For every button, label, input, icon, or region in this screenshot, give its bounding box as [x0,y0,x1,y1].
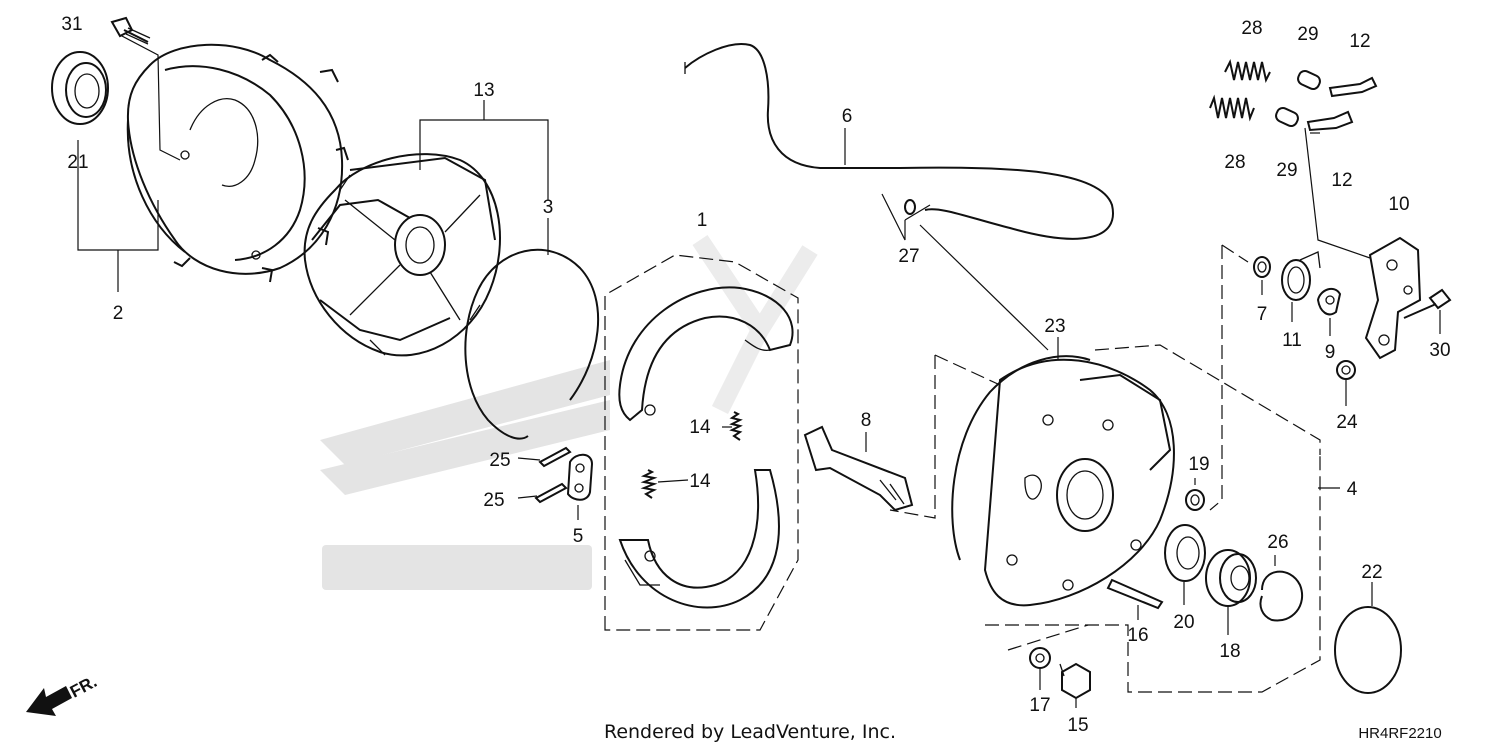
callout-18[interactable]: 18 [1219,641,1240,662]
callout-12-lower[interactable]: 12 [1331,170,1352,191]
callout-14-lower[interactable]: 14 [689,471,711,492]
callout-8[interactable]: 8 [861,410,872,431]
callout-7[interactable]: 7 [1257,304,1268,325]
bearing-18[interactable] [1205,549,1257,607]
callout-3[interactable]: 3 [543,197,554,218]
drawing-code: HR4RF2210 [1358,725,1441,742]
stud-16[interactable] [1106,578,1164,610]
washer-17[interactable] [1029,647,1051,669]
front-direction-indicator: FR. [26,672,100,716]
nut-24[interactable] [1336,360,1356,380]
callout-28-lower[interactable]: 28 [1224,152,1245,173]
callout-5[interactable]: 5 [573,526,584,547]
callout-28-upper[interactable]: 28 [1241,18,1262,39]
callout-1[interactable]: 1 [697,210,708,231]
callout-23[interactable]: 23 [1044,316,1065,337]
o-ring-19[interactable] [1185,489,1205,511]
callout-19[interactable]: 19 [1188,454,1209,475]
brake-arm-10[interactable] [1364,236,1422,360]
callout-2[interactable]: 2 [113,303,124,324]
springs-28[interactable] [1209,59,1271,122]
bolt-31[interactable] [110,16,151,45]
collars-29[interactable] [1274,69,1322,128]
brake-drum-2[interactable] [126,43,349,283]
callout-27[interactable]: 27 [898,246,919,267]
cotter-pins-25[interactable] [534,446,572,504]
callout-21[interactable]: 21 [67,152,88,173]
washer-7[interactable] [1253,256,1271,278]
snap-ring-3[interactable] [464,248,600,440]
oil-seal-21[interactable] [51,51,109,125]
front-arrow-icon [26,686,72,716]
callout-13[interactable]: 13 [473,80,494,101]
circlip-26[interactable] [1259,570,1303,622]
front-label: FR. [67,672,100,702]
brake-panel-23[interactable] [951,355,1175,607]
callout-30[interactable]: 30 [1429,340,1450,361]
brake-cam-8[interactable] [803,425,914,512]
callout-9[interactable]: 9 [1325,342,1336,363]
callout-29-upper[interactable]: 29 [1297,24,1318,45]
callout-25-lower[interactable]: 25 [483,490,504,511]
assembly-group-lines [604,244,1321,693]
spring-11[interactable] [1281,251,1321,301]
oil-seal-20[interactable] [1164,524,1206,582]
return-springs-14[interactable] [640,411,743,499]
callout-labels: 31 21 2 13 3 1 6 27 14 14 25 25 5 8 23 2… [61,14,1450,736]
callout-17[interactable]: 17 [1029,695,1050,716]
bolt-30[interactable] [1403,288,1452,319]
callout-12-upper[interactable]: 12 [1349,31,1370,52]
callout-14-upper[interactable]: 14 [689,417,711,438]
bolt-15[interactable] [1059,662,1091,700]
breather-tube-6[interactable] [684,43,1114,240]
tube-clip-27[interactable] [904,199,916,215]
brake-shoe-lower[interactable] [618,469,780,609]
adjuster-plate-5[interactable] [566,453,594,501]
callout-25-upper[interactable]: 25 [489,450,510,471]
indicator-9[interactable] [1316,287,1342,316]
callout-15[interactable]: 15 [1067,715,1088,736]
callout-26[interactable]: 26 [1267,532,1288,553]
callout-29-lower[interactable]: 29 [1276,160,1297,181]
brake-shoe-upper[interactable] [618,286,794,422]
callout-10[interactable]: 10 [1388,194,1409,215]
callout-22[interactable]: 22 [1361,562,1382,583]
o-ring-22[interactable] [1334,606,1402,694]
callout-16[interactable]: 16 [1127,625,1148,646]
callout-31[interactable]: 31 [61,14,82,35]
leader-lines [77,34,1441,708]
callout-6[interactable]: 6 [842,106,853,127]
callout-20[interactable]: 20 [1173,612,1194,633]
pins-12[interactable] [1306,76,1378,132]
credit-text: Rendered by LeadVenture, Inc. [604,721,896,743]
callout-11[interactable]: 11 [1282,330,1302,351]
brake-hub-13[interactable] [303,153,501,357]
callout-4[interactable]: 4 [1347,479,1358,500]
callout-24[interactable]: 24 [1336,412,1358,433]
